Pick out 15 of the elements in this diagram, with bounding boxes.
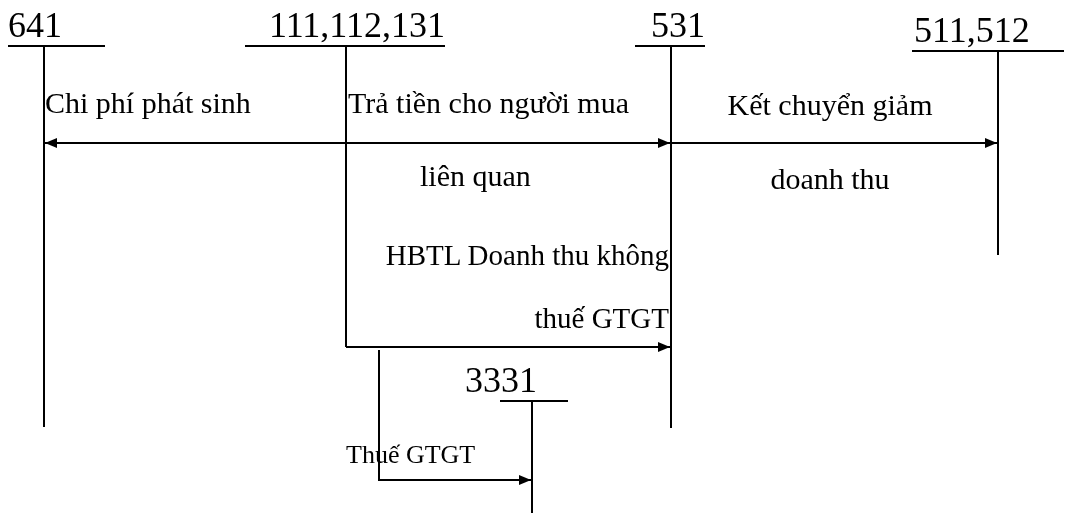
edge-label: HBTL Doanh thu không thuế GTGT xyxy=(384,238,669,336)
arrow xyxy=(345,138,671,148)
edge-label: Chi phí phát sinh xyxy=(45,86,252,120)
arrow xyxy=(345,342,671,352)
edge-label: Trả tiền cho người mua xyxy=(348,86,630,120)
arrow xyxy=(44,138,347,148)
account-number: 511,512 xyxy=(913,10,1031,50)
account-number: 531 xyxy=(650,5,705,45)
account-number: 111,112,131 xyxy=(268,5,445,45)
edge-label: Kết chuyển giảm doanh thu xyxy=(726,87,934,197)
note-text: liên quan xyxy=(420,159,532,193)
account-number: 641 xyxy=(8,5,63,45)
arrow xyxy=(670,138,998,148)
arrow xyxy=(378,349,532,485)
account-number: 3331 xyxy=(465,360,538,400)
